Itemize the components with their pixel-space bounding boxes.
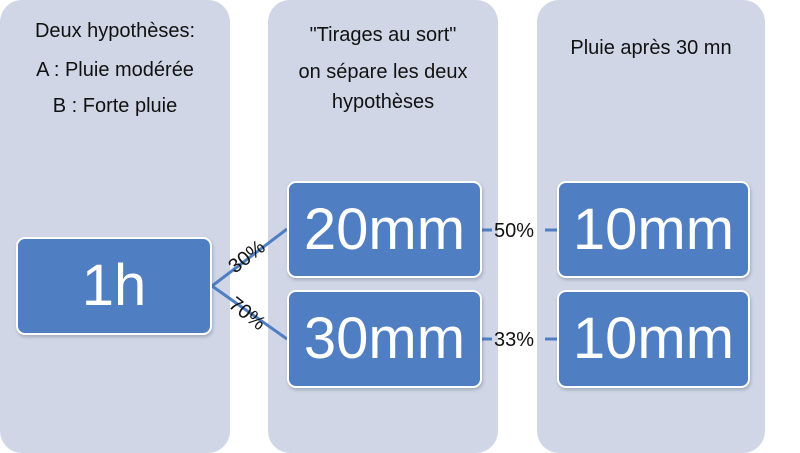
box-hypothesis-a: 20mm <box>287 181 482 278</box>
column-draws-line-1: "Tirages au sort" <box>309 24 457 46</box>
box-start-label: 1h <box>81 253 147 318</box>
connector-start-to-a <box>211 227 288 288</box>
box-hypothesis-a-label: 20mm <box>303 196 466 262</box>
column-hypotheses-line-3: B : Forte pluie <box>52 95 178 117</box>
column-hypotheses-line-2: A : Pluie modérée <box>36 59 194 81</box>
column-hypotheses: Deux hypothèses: A : Pluie modérée B : F… <box>0 0 230 453</box>
box-start: 1h <box>16 237 212 335</box>
column-draws-line-3: hypothèses <box>331 91 435 113</box>
column-draws-line-2: on sépare les deux <box>298 61 468 83</box>
box-hypothesis-b-label: 30mm <box>303 306 466 371</box>
box-hypothesis-b: 30mm <box>287 290 482 388</box>
column-rain-after-line-1: Pluie après 30 mn <box>570 37 732 59</box>
box-result-a: 10mm <box>557 181 750 278</box>
box-result-a-label: 10mm <box>572 196 735 262</box>
edge-label-b-to-result: 33% <box>494 329 535 351</box>
edge-label-a-to-result: 50% <box>494 220 535 242</box>
box-result-b: 10mm <box>557 290 750 388</box>
column-hypotheses-line-1: Deux hypothèses: <box>34 20 196 42</box>
connector-start-to-b <box>211 284 288 341</box>
box-result-b-label: 10mm <box>572 306 735 371</box>
